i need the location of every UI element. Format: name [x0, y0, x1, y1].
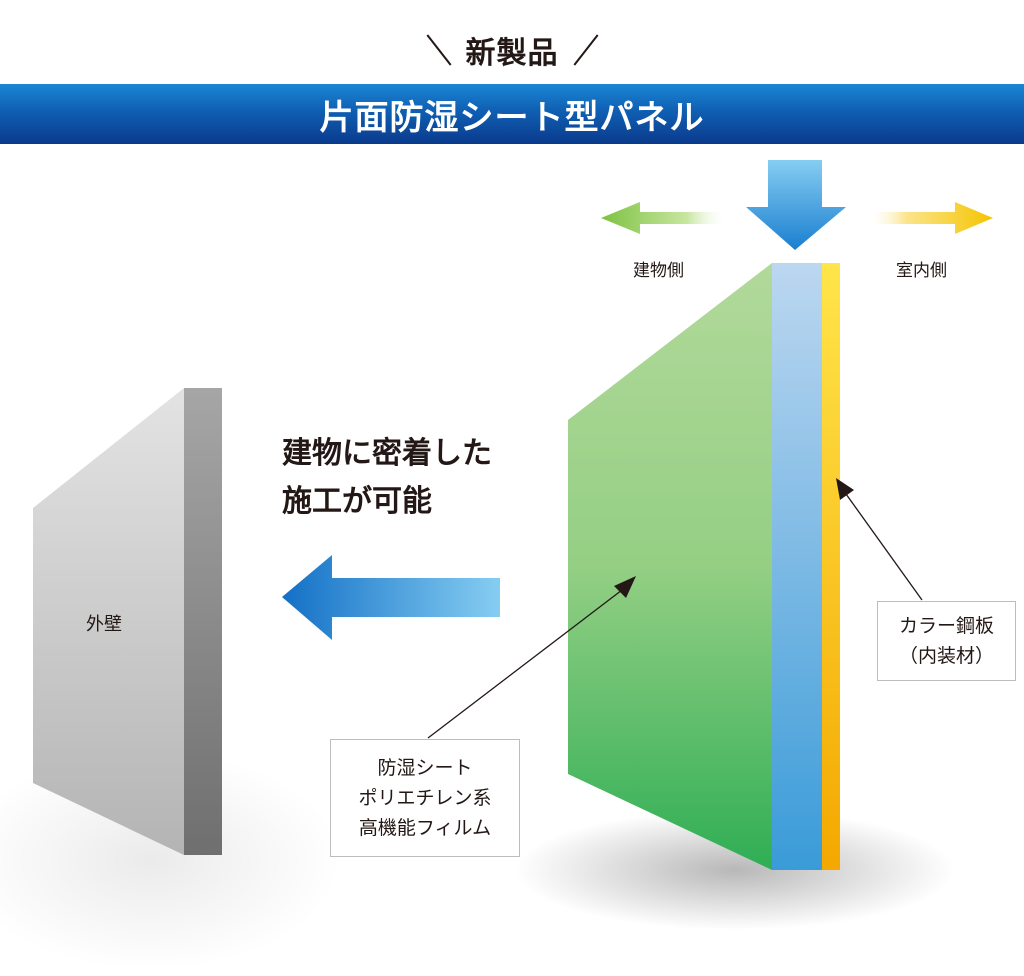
film-leader-arrowhead: [614, 576, 636, 598]
panel-shadow: [515, 810, 955, 930]
film-label-box: 防湿シート ポリエチレン系 高機能フィルム: [330, 739, 520, 857]
moisture-sheet-layer: [772, 263, 822, 870]
outer-wall-label: 外壁: [86, 614, 122, 635]
feature-callout: 建物に密着した 施工が可能: [282, 430, 492, 526]
insulation-panel-face: [568, 263, 772, 870]
color-steel-label-line2: （内装材）: [898, 645, 994, 667]
outer-wall-face: [33, 388, 184, 855]
steel-leader-line: [845, 493, 923, 601]
outer-wall-edge: [184, 388, 222, 855]
building-side-arrow-icon: [601, 202, 724, 234]
page-title: 片面防湿シート型パネル: [319, 97, 705, 138]
film-label-line3: 高機能フィルム: [358, 817, 492, 839]
left-arrow-icon: [282, 555, 500, 640]
color-steel-label-box: カラー鋼板 （内装材）: [877, 601, 1016, 681]
badge-text: 新製品: [465, 36, 559, 71]
building-side-label: 建物側: [633, 261, 684, 281]
film-label-line1: 防湿シート: [377, 757, 473, 779]
new-product-badge: 新製品: [0, 22, 1024, 78]
steel-leader-arrowhead: [836, 478, 854, 500]
film-leader-line: [427, 589, 623, 739]
interior-side-label: 室内側: [896, 261, 947, 281]
interior-side-arrow-icon: [870, 202, 993, 234]
color-steel-layer: [822, 263, 840, 870]
feature-callout-line1: 建物に密着した: [282, 436, 492, 471]
down-arrow-icon: [746, 160, 846, 250]
color-steel-label-line1: カラー鋼板: [898, 615, 994, 637]
film-label-line2: ポリエチレン系: [358, 787, 492, 809]
feature-callout-line2: 施工が可能: [282, 484, 432, 519]
title-bar: 片面防湿シート型パネル: [0, 84, 1024, 144]
